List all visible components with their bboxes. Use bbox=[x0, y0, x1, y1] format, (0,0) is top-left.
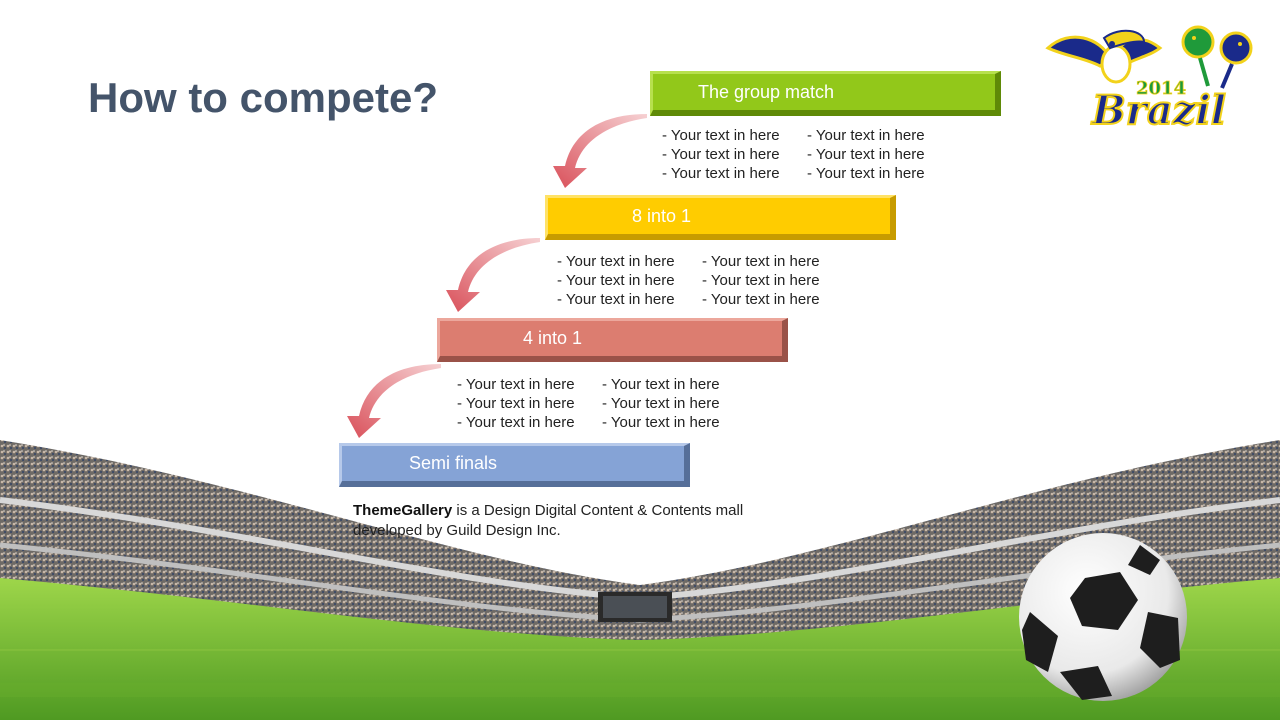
text-list-8-into-1: - Your text in here - Your text in here … bbox=[557, 252, 847, 309]
stage-semi-finals: Semi finals bbox=[339, 443, 690, 487]
page-title: How to compete? bbox=[88, 74, 439, 121]
stage-4-into-1: 4 into 1 bbox=[437, 318, 788, 362]
text-list-group-match: - Your text in here - Your text in here … bbox=[662, 126, 952, 183]
curved-arrow-icon bbox=[446, 238, 540, 312]
stage-label: 4 into 1 bbox=[523, 328, 583, 348]
stage-group-match: The group match bbox=[650, 71, 1001, 116]
logo-wordmark: Brazil bbox=[1091, 87, 1226, 134]
curved-arrow-icon bbox=[347, 364, 441, 438]
stage-8-into-1: 8 into 1 bbox=[545, 195, 896, 240]
list-item: - Your text in here bbox=[807, 127, 925, 144]
caption-text: ThemeGallery is a Design Digital Content… bbox=[353, 501, 753, 541]
list-item: - Your text in here bbox=[662, 165, 780, 182]
list-item: - Your text in here bbox=[557, 253, 675, 270]
stage-label: Semi finals bbox=[409, 453, 498, 473]
brazil-2014-logo: 2014 Brazil bbox=[1045, 25, 1253, 135]
list-item: - Your text in here bbox=[702, 291, 820, 308]
caption-brand: ThemeGallery bbox=[353, 502, 453, 519]
soccer-ball-icon bbox=[1019, 533, 1187, 701]
stage-label: The group match bbox=[698, 81, 835, 102]
list-item: - Your text in here bbox=[602, 376, 720, 393]
list-item: - Your text in here bbox=[602, 395, 720, 412]
toucan-mascot-icon bbox=[1045, 29, 1163, 84]
stage-label: 8 into 1 bbox=[632, 205, 692, 226]
list-item: - Your text in here bbox=[807, 165, 925, 182]
list-item: - Your text in here bbox=[807, 146, 925, 163]
text-list-4-into-1: - Your text in here - Your text in here … bbox=[457, 375, 747, 432]
list-item: - Your text in here bbox=[602, 414, 720, 431]
caption-body: is a Design Digital Content & Contents m… bbox=[353, 502, 744, 539]
maracas-icon bbox=[1181, 25, 1253, 89]
logo-year: 2014 bbox=[1136, 78, 1186, 99]
curved-arrow-icon bbox=[553, 114, 647, 188]
list-item: - Your text in here bbox=[457, 414, 575, 431]
list-item: - Your text in here bbox=[457, 376, 575, 393]
list-item: - Your text in here bbox=[702, 253, 820, 270]
list-item: - Your text in here bbox=[662, 127, 780, 144]
list-item: - Your text in here bbox=[457, 395, 575, 412]
list-item: - Your text in here bbox=[702, 272, 820, 289]
list-item: - Your text in here bbox=[662, 146, 780, 163]
list-item: - Your text in here bbox=[557, 272, 675, 289]
list-item: - Your text in here bbox=[557, 291, 675, 308]
